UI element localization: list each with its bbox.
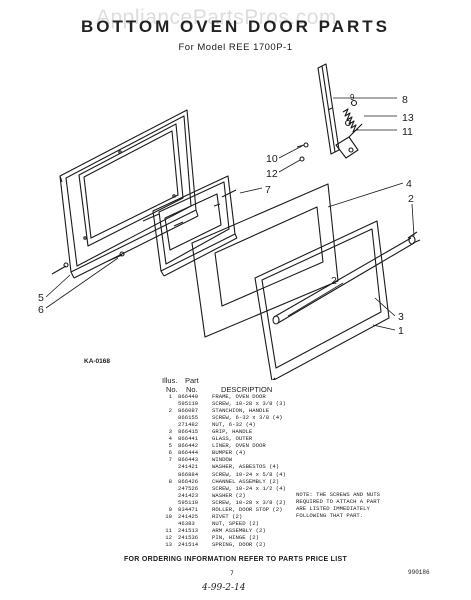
ordering-note: FOR ORDERING INFORMATION REFER TO PARTS … [123, 556, 348, 563]
bumper [51, 251, 125, 275]
handle-grip [272, 231, 421, 325]
oven-door-liner [59, 109, 199, 279]
callout-13: 13 [402, 112, 414, 124]
callout-2-upper: 2 [408, 193, 414, 205]
outer-glass [191, 183, 339, 338]
model-line: For Model REE 1700P-1 [178, 42, 293, 53]
table-header-part: Part [185, 376, 199, 385]
callout-8: 8 [402, 94, 408, 106]
document-number: 990186 [408, 569, 430, 576]
callout-4: 4 [406, 178, 412, 190]
screw-note: NOTE: THE SCREWS AND NUTS REQUIRED TO AT… [296, 491, 380, 520]
exploded-parts-diagram: 8 13 11 10 12 7 4 2 5 6 2 3 1 9 [38, 63, 421, 380]
reference-code: KA-0168 [84, 358, 111, 365]
handwritten-note: 4-99-2-14 [202, 583, 246, 593]
callout-2-lower: 2 [331, 275, 337, 287]
oven-door-frame [254, 220, 390, 380]
callout-1: 1 [398, 325, 404, 337]
table-header-description: DESCRIPTION [221, 385, 273, 394]
callout-7: 7 [265, 184, 271, 196]
callout-3: 3 [398, 311, 404, 323]
door-stop-roller [344, 99, 358, 127]
rivet-and-pin [296, 142, 309, 162]
table-header-no: No. [166, 385, 178, 394]
callout-6: 6 [38, 304, 44, 316]
table-header-part-no: No. [186, 385, 198, 394]
callout-12: 12 [266, 168, 278, 180]
door-spring [342, 108, 359, 133]
table-header-illus: Illus. [162, 376, 178, 385]
page-title: BOTTOM OVEN DOOR PARTS [80, 17, 391, 36]
page-number: 7 [230, 570, 234, 577]
watermark: AppliancePartsPros.com [96, 6, 337, 29]
callout-9: 9 [350, 93, 355, 102]
callout-5: 5 [38, 292, 44, 304]
callout-10: 10 [266, 153, 278, 165]
channel-assembly [317, 63, 340, 155]
callout-11: 11 [402, 126, 413, 138]
arm-assembly [335, 123, 363, 159]
window-assembly [142, 175, 238, 277]
leader-lines [45, 97, 415, 331]
